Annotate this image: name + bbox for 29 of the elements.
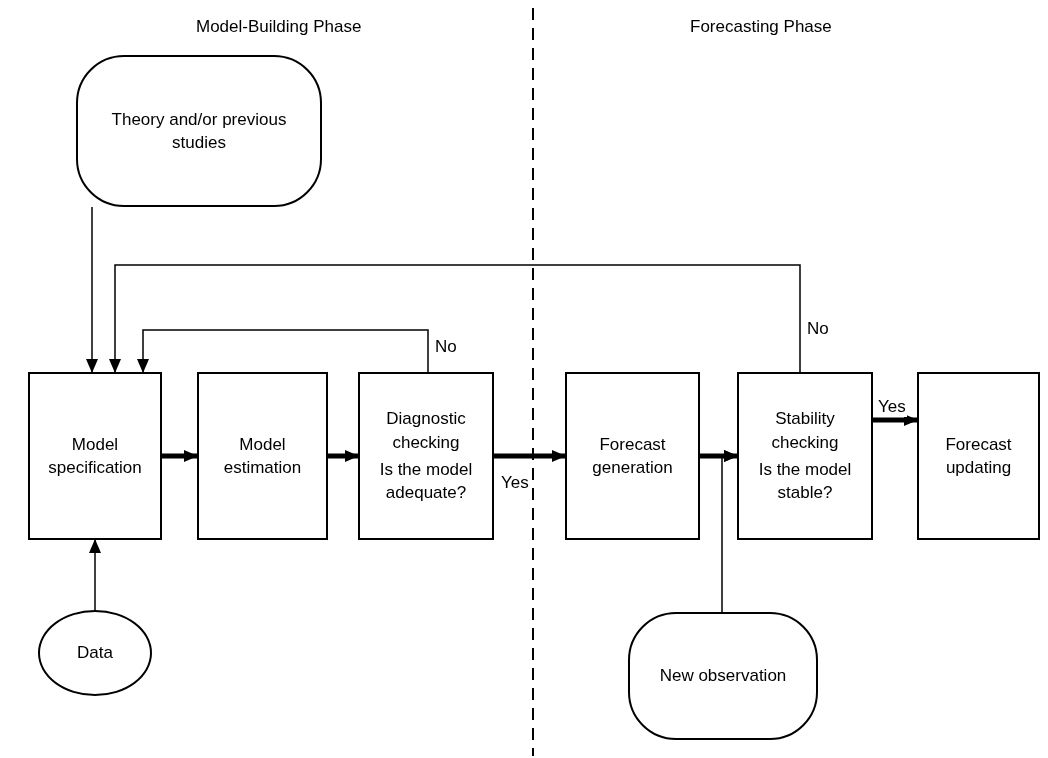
arrow bbox=[328, 450, 359, 462]
process-box bbox=[917, 372, 1040, 540]
node-label: New observation bbox=[659, 665, 787, 688]
arrow bbox=[873, 414, 918, 426]
arrow bbox=[109, 264, 801, 373]
phase-heading: Forecasting Phase bbox=[690, 16, 832, 38]
node-label: Model estimation bbox=[222, 433, 303, 479]
node-question: Is the model adequate? bbox=[378, 459, 474, 505]
phase-heading: Model-Building Phase bbox=[196, 16, 362, 38]
arrow bbox=[137, 329, 429, 373]
process-box bbox=[565, 372, 700, 540]
node-label: Theory and/or previous studies bbox=[110, 108, 288, 154]
process-box bbox=[197, 372, 328, 540]
arrow bbox=[162, 450, 198, 462]
node-label: Model specification bbox=[47, 433, 143, 479]
arrow bbox=[494, 450, 566, 462]
terminal-box bbox=[628, 612, 818, 740]
node-question: Is the model stable? bbox=[757, 459, 853, 505]
node-label: Data bbox=[77, 642, 113, 665]
process-box bbox=[737, 372, 873, 540]
terminal-box bbox=[76, 55, 322, 207]
node-label: Forecast generation bbox=[591, 433, 674, 479]
node-label: Forecast updating bbox=[944, 433, 1013, 479]
process-box bbox=[358, 372, 494, 540]
process-box bbox=[28, 372, 162, 540]
node-label: Diagnostic checking bbox=[385, 408, 467, 454]
arrow bbox=[86, 206, 98, 373]
arrow bbox=[89, 539, 101, 611]
node-label: Stability checking bbox=[770, 408, 840, 454]
